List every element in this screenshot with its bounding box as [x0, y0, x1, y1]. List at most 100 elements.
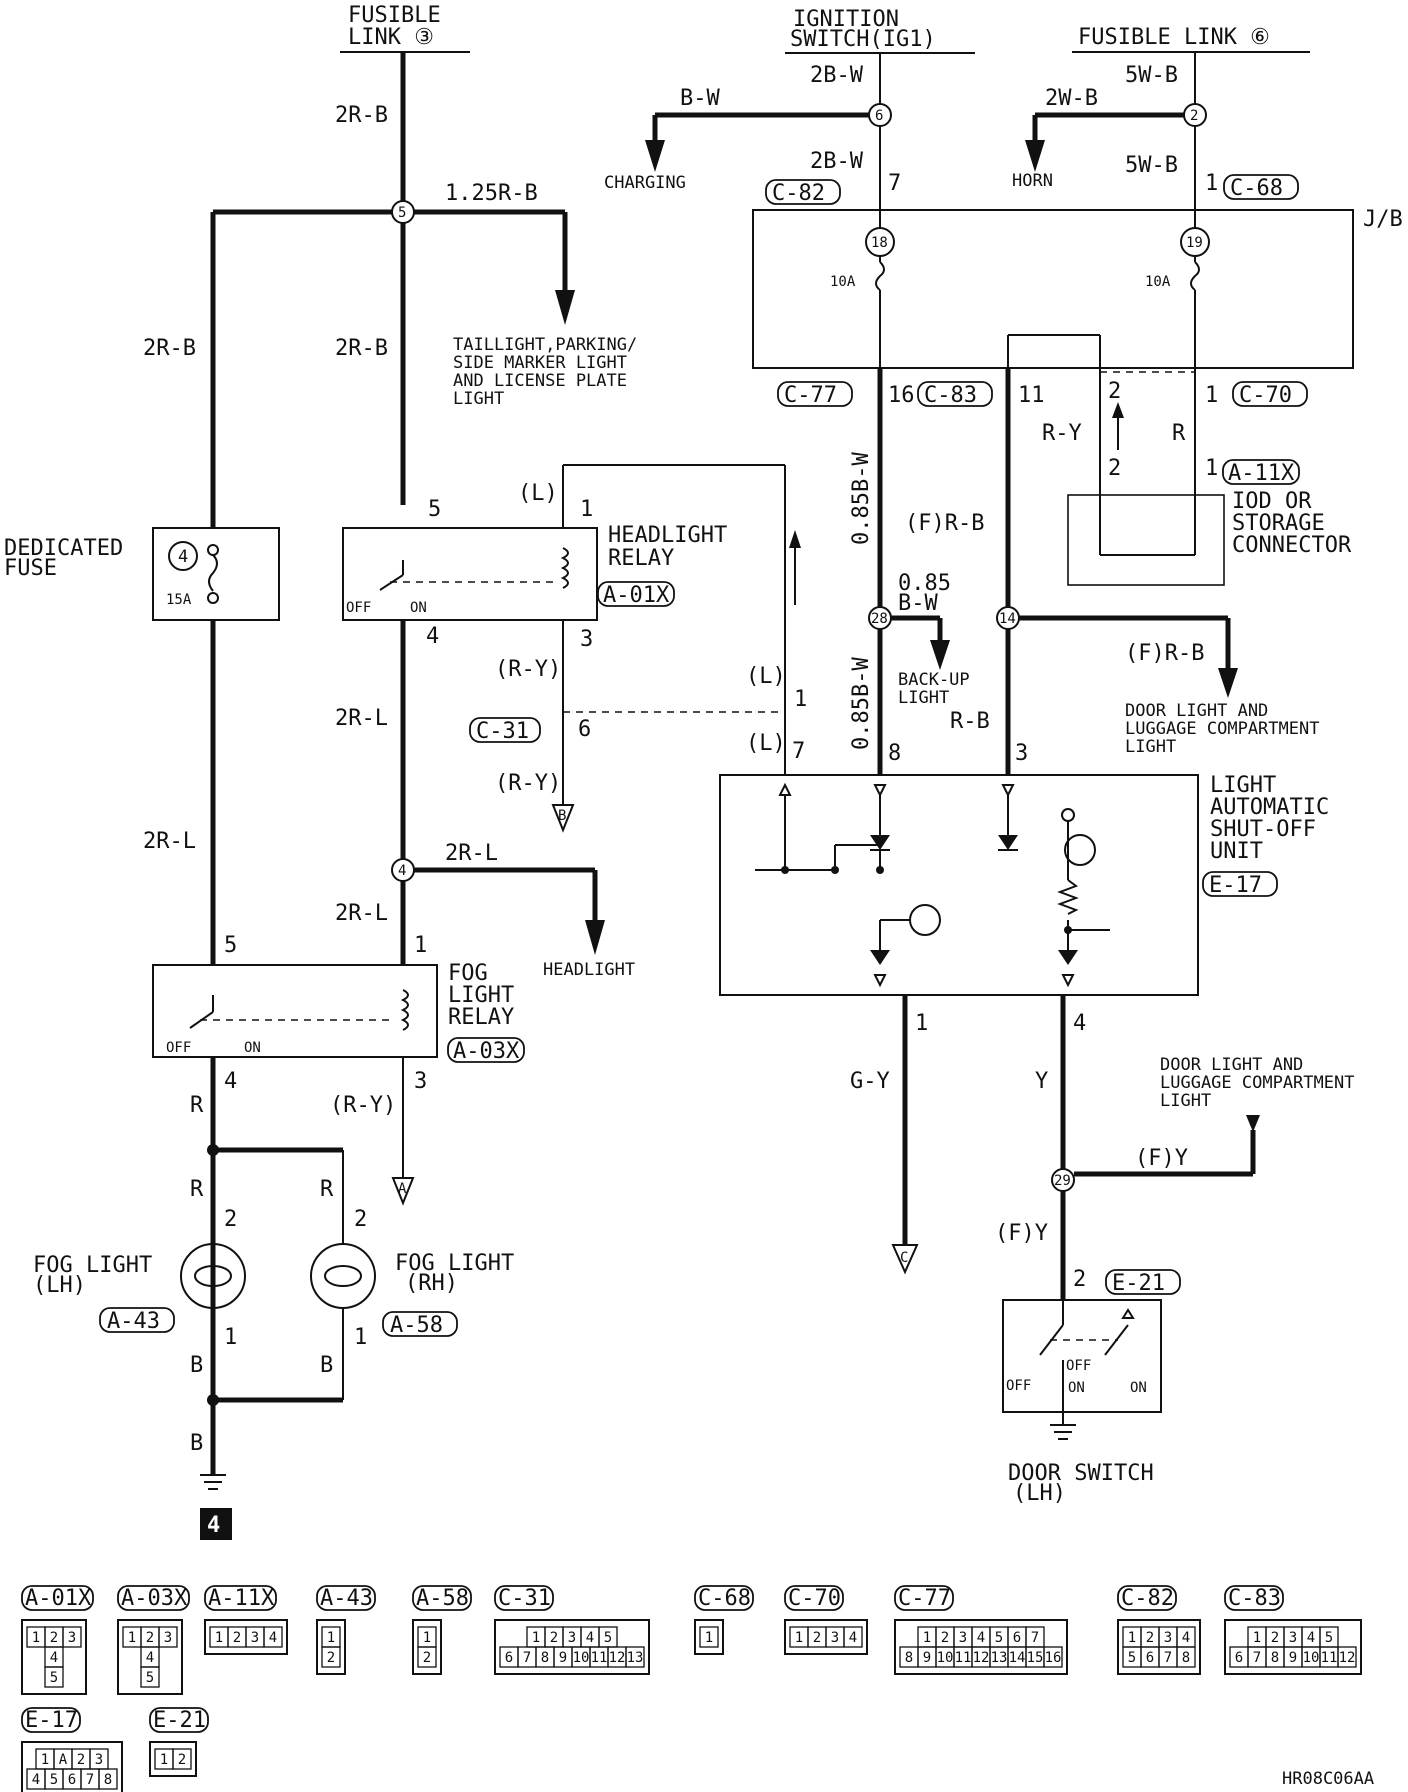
legend-pin: 12 [1339, 1650, 1356, 1666]
fusible-link-6-label: FUSIBLE LINK ⑥ [1072, 25, 1310, 53]
wire-label-ry-4: (R-Y) [330, 1093, 396, 1118]
legend-pin: 2 [327, 1650, 335, 1666]
legend-pin: 10 [573, 1650, 590, 1666]
legend-pin: 2 [233, 1630, 241, 1646]
wire-label-ry-1: R-Y [1042, 421, 1082, 446]
junction-block [752, 209, 1354, 369]
ground-point-4 [200, 1508, 232, 1540]
wire-label-r-2: R [190, 1093, 204, 1118]
wire-label-b-2: B [320, 1353, 333, 1378]
legend-pin: 4 [1307, 1630, 1315, 1646]
pin-1-c68: 1 [1205, 171, 1218, 196]
legend-pin: 16 [1045, 1650, 1062, 1666]
legend-pin: 2 [146, 1630, 154, 1646]
wire-label-2rl-3: 2R-L [335, 901, 388, 926]
legend-pin: 3 [164, 1630, 172, 1646]
iod-line2: STORAGE [1232, 511, 1325, 536]
connector-tag-c83: C-83 [917, 381, 993, 408]
fog-lh-line1: FOG LIGHT [33, 1253, 152, 1278]
light-automatic-shutoff-unit [719, 774, 1199, 996]
headlight-relay-on: ON [410, 600, 427, 616]
wire-label-r-1: R [1172, 421, 1186, 446]
legend-pin: 4 [50, 1650, 58, 1666]
pin-2-a11x: 2 [1108, 456, 1121, 481]
legend-pin: 2 [50, 1630, 58, 1646]
door-switch-box [1002, 1299, 1162, 1413]
legend-pin: 8 [905, 1650, 913, 1666]
dedicated-fuse-amps: 15A [166, 592, 192, 608]
legend-connector-name: E-17 [25, 1708, 78, 1733]
pin-3-headlight-relay: 3 [580, 627, 593, 652]
offpage-a: A [398, 1181, 407, 1197]
pin-1-fog-lh: 1 [224, 1325, 237, 1350]
legend-pin: 6 [1146, 1650, 1154, 1666]
legend-pin: 5 [50, 1772, 58, 1788]
legend-pin: A [59, 1752, 68, 1768]
junction-node-14-label: 14 [999, 611, 1016, 627]
wire-label-bw: B-W [680, 86, 720, 111]
door-switch-line2: (LH) [1013, 1481, 1066, 1506]
connector-tag-e21: E-21 [1105, 1269, 1181, 1296]
ground-point-4-label: 4 [207, 1513, 220, 1538]
pin-1-fog-rh: 1 [354, 1325, 367, 1350]
legend-pin: 11 [1321, 1650, 1338, 1666]
legend-connector-name: C-70 [788, 1586, 841, 1611]
wire-label-2rb-left: 2R-B [143, 336, 196, 361]
wire-label-l-3: (L) [746, 731, 786, 756]
iod-connector-box [1067, 494, 1225, 586]
pin-3-fog-relay: 3 [414, 1069, 427, 1094]
junction-node-4-label: 4 [398, 863, 406, 879]
wire-label-2rb-mid: 2R-B [335, 336, 388, 361]
taillight-line2: SIDE MARKER LIGHT [453, 353, 627, 373]
legend-pin: 5 [50, 1670, 58, 1686]
dedicated-fuse-number: 4 [178, 547, 188, 567]
legend-connector-name: A-11X [208, 1586, 275, 1611]
shutoff-line3: SHUT-OFF [1210, 817, 1316, 842]
offpage-c: C [900, 1250, 908, 1266]
legend-pin: 1 [327, 1630, 335, 1646]
legend-pin: 5 [146, 1670, 154, 1686]
pin-1-l: 1 [794, 687, 807, 712]
legend-pin: 8 [1271, 1650, 1279, 1666]
wire-label-2rl-2: 2R-L [445, 841, 498, 866]
door-light-1-line3: LIGHT [1125, 737, 1176, 757]
svg-text:C-68: C-68 [1230, 176, 1283, 201]
taillight-line1: TAILLIGHT,PARKING/ [453, 335, 637, 355]
pin-5-fog-relay: 5 [224, 933, 237, 958]
legend-pin: 3 [1164, 1630, 1172, 1646]
iod-line1: IOD OR [1232, 489, 1312, 514]
connector-tag-c77: C-77 [777, 381, 853, 408]
wire-label-frb-2: (F)R-B [1125, 641, 1204, 666]
legend-pin: 6 [1013, 1630, 1021, 1646]
ignition-switch-label: IGNITION SWITCH(IG1) [785, 7, 975, 54]
taillight-line3: AND LICENSE PLATE [453, 371, 627, 391]
wire-label-5wb-1: 5W-B [1125, 63, 1178, 88]
junction-node-29-label: 29 [1054, 1173, 1071, 1189]
legend-pin: 7 [1253, 1650, 1261, 1666]
wire-label-ry-3: (R-Y) [495, 771, 561, 796]
legend-pin: 4 [32, 1772, 40, 1788]
legend-pin: 11 [591, 1650, 608, 1666]
fusible-link-3-line2: LINK ③ [348, 25, 434, 50]
dedicated-fuse-line2: FUSE [4, 556, 57, 581]
legend-pin: 7 [1031, 1630, 1039, 1646]
pin-16-c83: 16 [888, 383, 915, 408]
connector-tag-c82: C-82 [765, 179, 841, 206]
legend-pin: 1 [41, 1752, 49, 1768]
legend-connector-name: A-01X [25, 1586, 92, 1611]
shutoff-line4: UNIT [1210, 839, 1263, 864]
pin-2-c70: 2 [1108, 379, 1121, 404]
legend-pin: 1 [795, 1630, 803, 1646]
legend-pin: 1 [215, 1630, 223, 1646]
door-light-1-line1: DOOR LIGHT AND [1125, 701, 1268, 721]
pin-2-door-switch: 2 [1073, 1267, 1086, 1292]
ignition-switch-line2: SWITCH(IG1) [790, 27, 936, 52]
door-light-2-line3: LIGHT [1160, 1091, 1211, 1111]
legend-pin: 4 [586, 1630, 594, 1646]
